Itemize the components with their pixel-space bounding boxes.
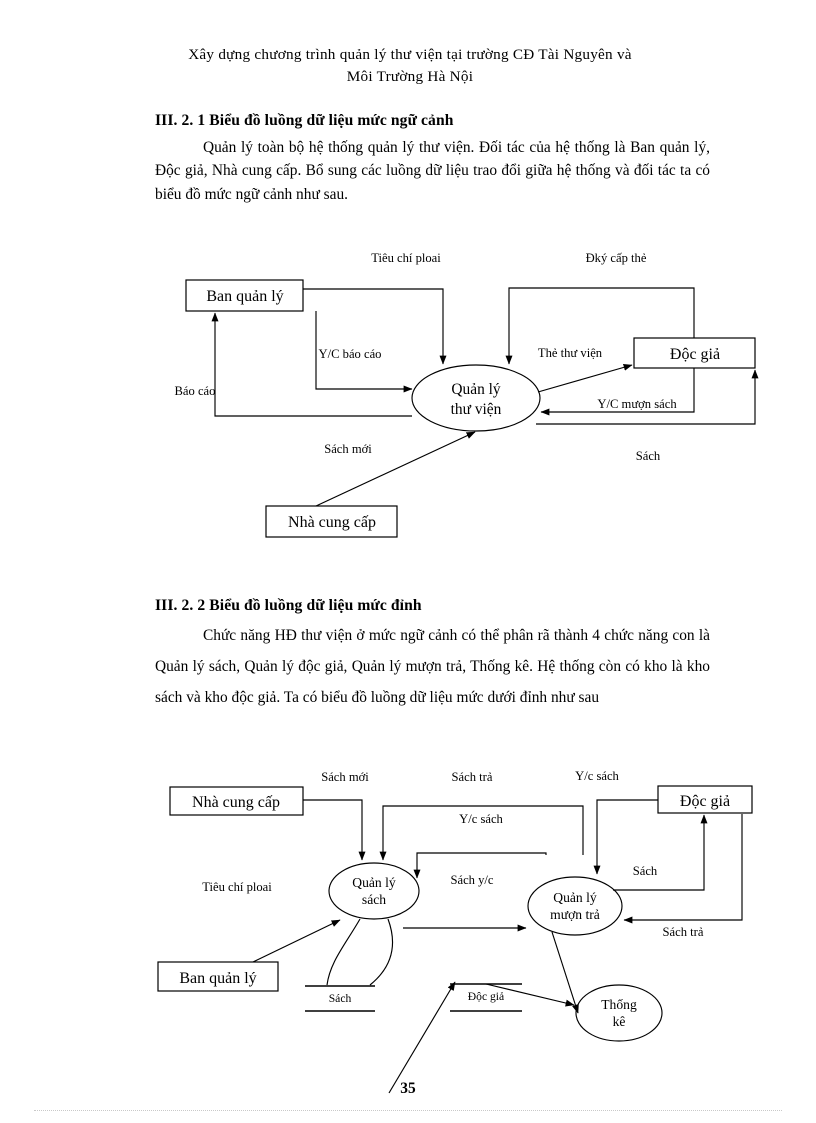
flow2-sach-tra-top-label: Sách trả [452,770,493,784]
flow-sach-line [536,369,759,425]
flow-sach-moi-line [315,431,476,507]
flow-yc-muon-sach-label: Y/C mượn sách [597,397,677,411]
entity2-ban-quan-ly-label: Ban quản lý [179,970,256,987]
flow2-sach-store-in-line [369,918,394,986]
flow-the-thu-vien-line [537,363,633,393]
flow-yc-bao-cao-line [315,311,413,393]
section-heading-iii-2-1: III. 2. 1 Biểu đồ luồng dữ liệu mức ngữ … [155,112,454,129]
flow2-yc-sach-top-label: Y/c sách [575,769,619,783]
flow2-sach-right-label: Sách [633,864,658,878]
flow-tieu-chi-ploai-line [303,288,447,365]
store-sach-label: Sách [329,992,352,1005]
store-doc-gia-label: Độc giả [468,990,504,1003]
entity-doc-gia-label: Độc giả [670,346,720,363]
section-paragraph-iii-2-1: Quản lý toàn bộ hệ thống quản lý thư việ… [155,139,710,203]
process-quan-ly-thu-vien-label-line1: Quản lý [451,381,500,398]
flow2-sach-tra-right-line [623,814,743,924]
process-quan-ly-sach-label-line2: sách [362,892,386,907]
flow2-sach-moi-line [303,799,366,861]
flow-yc-bao-cao-label: Y/C báo cáo [319,347,382,361]
entity-ban-quan-ly-box [185,279,304,312]
flow2-sach-right-line [613,814,708,891]
process-quan-ly-sach-ellipse [328,862,420,920]
flow2-muon-tra-thong-ke-line [551,931,579,1014]
flow-sach-moi-label: Sách mới [324,442,372,456]
header-line-2: Môi Trường Hà Nội [346,68,474,86]
process-quan-ly-muon-tra-label-line1: Quản lý [553,890,597,905]
process-quan-ly-thu-vien-ellipse [411,364,541,432]
section-paragraph-iii-2-2: Chức năng HĐ thư viện ở mức ngữ cảnh có … [155,627,710,706]
flow-tieu-chi-ploai-label: Tiêu chí ploai [371,251,441,265]
process-thong-ke-label-line2: kê [613,1014,626,1029]
flow2-sach-yc-label: Sách y/c [450,873,493,887]
process-quan-ly-muon-tra-label-line2: mượn trả [550,907,600,922]
process-quan-ly-muon-tra-ellipse [527,876,623,936]
section-heading-iii-2-2: III. 2. 2 Biểu đồ luồng dữ liệu mức đỉnh [155,597,422,614]
page-number: 35 [400,1080,416,1097]
process-quan-ly-sach-label-line1: Quản lý [352,875,396,890]
flow2-long-diagonal-line [388,981,456,1094]
flow-bao-cao-label: Báo cáo [175,384,216,398]
flow2-yc-sach-mid-label: Y/c sách [459,812,503,826]
flow2-tieu-chi-ploai-line [252,919,341,963]
flow-sach-label: Sách [636,449,661,463]
entity-nha-cung-cap-box [265,505,398,538]
flow2-tieu-chi-ploai-label: Tiêu chí ploai [202,880,272,894]
flow2-sach-moi-label: Sách mới [321,770,369,784]
scan-bottom-edge [34,1110,782,1111]
entity-ban-quan-ly-label: Ban quản lý [206,288,283,305]
flow-the-thu-vien-label: Thẻ thư viện [538,346,603,360]
flow2-sach-store-out-line [326,918,361,986]
process-quan-ly-thu-vien-label-line2: thư viện [451,401,502,418]
flow2-yc-sach-top-line [593,799,658,875]
entity2-doc-gia-label: Độc giả [680,793,730,810]
flow2-doc-gia-store-thong-ke-line [485,983,575,1007]
flow-dky-cap-the-line [505,287,695,365]
flow2-sach-tra-top-line [379,805,584,861]
flow-yc-muon-sach-line [540,368,695,416]
header-line-1: Xây dựng chương trình quản lý thư viện t… [188,46,632,63]
flow2-yc-sach-mid-line [413,852,547,879]
entity2-ban-quan-ly-box [157,961,279,992]
flow-dky-cap-the-label: Đký cấp thẻ [586,251,647,265]
entity2-nha-cung-cap-box [169,786,304,816]
entity-nha-cung-cap-label: Nhà cung cấp [288,514,376,531]
entity2-nha-cung-cap-label: Nhà cung cấp [192,794,280,811]
flow2-sach-tra-right-label: Sách trả [663,925,704,939]
entity2-doc-gia-box [657,785,753,814]
process-thong-ke-label-line1: Thống [601,997,637,1012]
running-header: Xây dựng chương trình quản lý thư viện t… [130,44,690,88]
process-thong-ke-ellipse [575,984,663,1042]
flow-bao-cao-line [211,312,412,417]
